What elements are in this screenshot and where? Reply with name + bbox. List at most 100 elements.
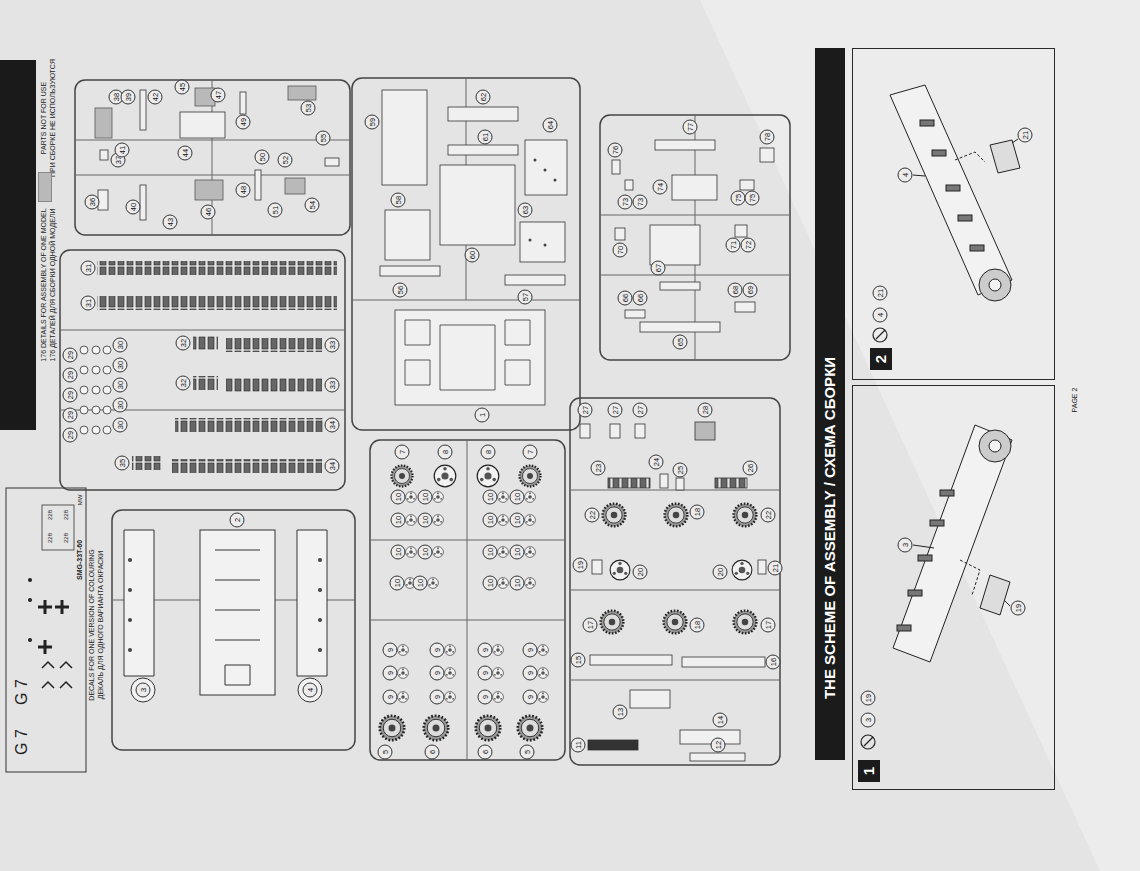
callout-number: 10: [483, 513, 498, 528]
unused-parts: [285, 178, 305, 194]
callout-number: 17: [761, 618, 776, 633]
callout-number: 29: [63, 348, 78, 363]
assembly-step-two: [932, 150, 946, 156]
unused-parts: [195, 180, 223, 200]
small-parts: [180, 112, 225, 138]
assembly-step-two: [920, 120, 934, 126]
assembly-step-one: [913, 545, 1010, 606]
hull-parts: [448, 145, 518, 155]
callout-number: 16: [766, 655, 781, 670]
callout-number: 10: [483, 545, 498, 560]
decal-sheet: [28, 578, 32, 642]
callout-number: 57: [518, 290, 533, 305]
wheels: [538, 692, 549, 703]
turret-parts: [650, 225, 700, 265]
callout-number: 10: [483, 576, 498, 591]
wheels: [498, 547, 509, 558]
callout-number: 30: [113, 358, 128, 373]
callout-number: 46: [201, 205, 216, 220]
step-number: 1: [858, 760, 880, 782]
glue-icons: [861, 735, 875, 749]
callout-number: 21: [1018, 128, 1033, 143]
running-gear-parts: [580, 422, 766, 761]
callout-number: 9: [478, 666, 493, 681]
hull-side-parts: [128, 618, 132, 622]
sheet-note: 228: [47, 510, 54, 520]
callout-number: 31: [81, 261, 96, 276]
callout-number: 52: [278, 153, 293, 168]
wheels: [498, 515, 509, 526]
wheels: [445, 668, 456, 679]
small-parts: [98, 190, 108, 210]
hull-side-parts: [318, 648, 322, 652]
assembly-step-one: [908, 590, 922, 596]
turret-parts: [735, 225, 747, 237]
hull-side-parts: [128, 648, 132, 652]
callout-number: 31: [81, 296, 96, 311]
callout-number: 20: [713, 565, 728, 580]
assembly-step-two: [970, 245, 984, 251]
small-parts: [255, 170, 261, 200]
assembly-step-one: [893, 425, 1012, 662]
turret-parts: [612, 160, 620, 174]
callout-number: 3: [861, 713, 876, 728]
callout-number: 29: [63, 388, 78, 403]
track-links: [80, 261, 337, 473]
wheels: [665, 504, 688, 527]
assembly-step-one: [940, 490, 954, 496]
wheels: [433, 515, 444, 526]
running-gear-parts: [676, 478, 684, 490]
callout-number: 70: [613, 243, 628, 258]
callout-number: 21: [873, 286, 888, 301]
callout-number: 9: [523, 643, 538, 658]
decal-sheet: [42, 662, 72, 688]
hull-side-parts: [124, 530, 327, 702]
callout-number: 5: [378, 745, 393, 760]
turret-parts: [740, 180, 754, 190]
callout-number: 8: [438, 445, 453, 460]
callout-number: 30: [113, 378, 128, 393]
track-links: [92, 386, 100, 394]
wheels: [380, 716, 405, 741]
running-gear-parts: [690, 753, 745, 761]
callout-number: 33: [325, 378, 340, 393]
callout-number: 34: [325, 459, 340, 474]
callout-number: 60: [465, 248, 480, 263]
hull-side-parts: [131, 678, 155, 702]
callout-number: 26: [743, 461, 758, 476]
section-title: THE SCHEME OF ASSEMBLY / СХЕМА СБОРКИ: [821, 357, 838, 699]
callout-number: 22: [761, 508, 776, 523]
turret-parts: [655, 140, 715, 150]
wheels: [398, 645, 409, 656]
callout-number: 10: [510, 513, 525, 528]
assembly-step: 2: [852, 48, 1055, 380]
hull-parts: [448, 107, 518, 121]
callout-number: 4: [898, 168, 913, 183]
track-links: [175, 418, 323, 432]
callout-number: 42: [148, 90, 163, 105]
assembly-step-two: [913, 139, 1018, 176]
sprue-frames: [60, 78, 790, 765]
assembly-step-two: [890, 85, 1020, 301]
callout-number: 6: [478, 745, 493, 760]
callout-number: 2: [230, 513, 245, 528]
unused-parts: [95, 108, 112, 138]
running-gear-parts: [588, 740, 638, 750]
track-links: [80, 346, 88, 354]
callout-number: 29: [63, 408, 78, 423]
callout-number: 66: [633, 291, 648, 306]
wheels: [424, 716, 449, 741]
callout-number: 9: [430, 666, 445, 681]
wheels: [493, 692, 504, 703]
wheels: [518, 716, 543, 741]
hull-side-parts: [128, 588, 132, 592]
callout-number: 77: [683, 120, 698, 135]
wheels: [380, 465, 757, 740]
wheels: [498, 578, 509, 589]
callout-number: 66: [618, 291, 633, 306]
callout-number: 15: [571, 653, 586, 668]
track-links: [97, 296, 337, 310]
wheels: [493, 668, 504, 679]
callout-number: 32: [176, 336, 191, 351]
